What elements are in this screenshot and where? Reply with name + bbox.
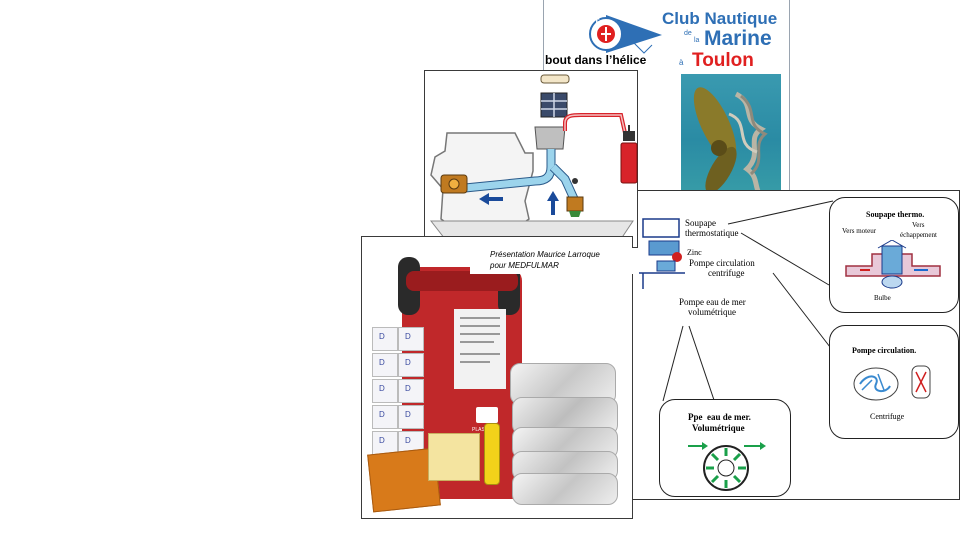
thermostat-valve-drawing [845, 240, 941, 289]
plastimo-logo [476, 407, 498, 423]
flag-letter: T [594, 17, 600, 27]
bag-top-fold [406, 271, 518, 291]
bubble-thermo-vers: Vers [912, 221, 925, 229]
bag-label-sheet [454, 309, 506, 389]
label-zinc: Zinc [687, 248, 702, 257]
label-thermostat-1: Soupape [685, 218, 716, 228]
bubble-thermo-title: Soupape thermo. [866, 210, 925, 219]
club-name-a: à [679, 58, 684, 67]
label-pump-circ-2: centrifuge [708, 268, 745, 278]
callout-lines [662, 200, 834, 404]
bubble-circ-centrifuge: Centrifuge [870, 412, 905, 421]
caption-line1: Présentation Maurice Larroque [490, 250, 600, 259]
label-pump-circ-1: Pompe circulation [689, 258, 755, 268]
flashlight [484, 423, 500, 485]
yellow-items [428, 433, 480, 481]
caption-line2: pour MEDFULMAR [490, 261, 559, 270]
bubble-sea-title-2: Volumétrique [692, 423, 745, 433]
bubble-sea-title-1: Ppe eau de mer. [688, 412, 751, 422]
cooling-diagram [637, 213, 687, 293]
club-name-toulon: Toulon [692, 50, 754, 71]
bilge-pump-diagram [429, 74, 638, 240]
bubble-thermo-vers-moteur: Vers moteur [842, 227, 877, 235]
propeller-caption: bout dans l’hélice [545, 53, 647, 67]
bubble-circ-title: Pompe circulation. [852, 346, 917, 355]
club-name-la: la [694, 37, 700, 44]
propeller-photo [681, 74, 781, 206]
cooling-slide: Soupape thermostatique Zinc Pompe circul… [632, 190, 960, 500]
club-name-line1: Club Nautique [662, 9, 778, 28]
impeller-drawing [688, 442, 766, 491]
bilge-pump-slide [424, 70, 638, 248]
club-name-de: de [684, 30, 692, 37]
bubble-thermo-bulbe: Bulbe [874, 294, 891, 302]
label-seawater-1: Pompe eau de mer [679, 297, 746, 307]
safety-kit-slide: PLASTIMO D D D D D D D D D D [361, 236, 633, 519]
label-seawater-2: volumétrique [688, 307, 736, 317]
bubble-circulation: Pompe circulation. Centrifuge [829, 325, 959, 439]
bubble-thermostat: Soupape thermo. Vers moteur Vers échappe… [829, 197, 959, 313]
label-thermostat-2: thermostatique [685, 228, 739, 238]
presentation-caption: Présentation Maurice Larroque pour MEDFU… [470, 248, 638, 274]
foil-pouches [510, 363, 618, 507]
centrifuge-pump-drawing [853, 365, 931, 401]
bubble-thermo-echappement: échappement [900, 231, 937, 239]
bubble-seawater: Ppe eau de mer. Volumétrique [659, 399, 791, 497]
club-name-marine: Marine [704, 27, 772, 50]
club-logo: T [584, 13, 664, 55]
supply-boxes: D D D D D D D D D D [372, 327, 424, 455]
